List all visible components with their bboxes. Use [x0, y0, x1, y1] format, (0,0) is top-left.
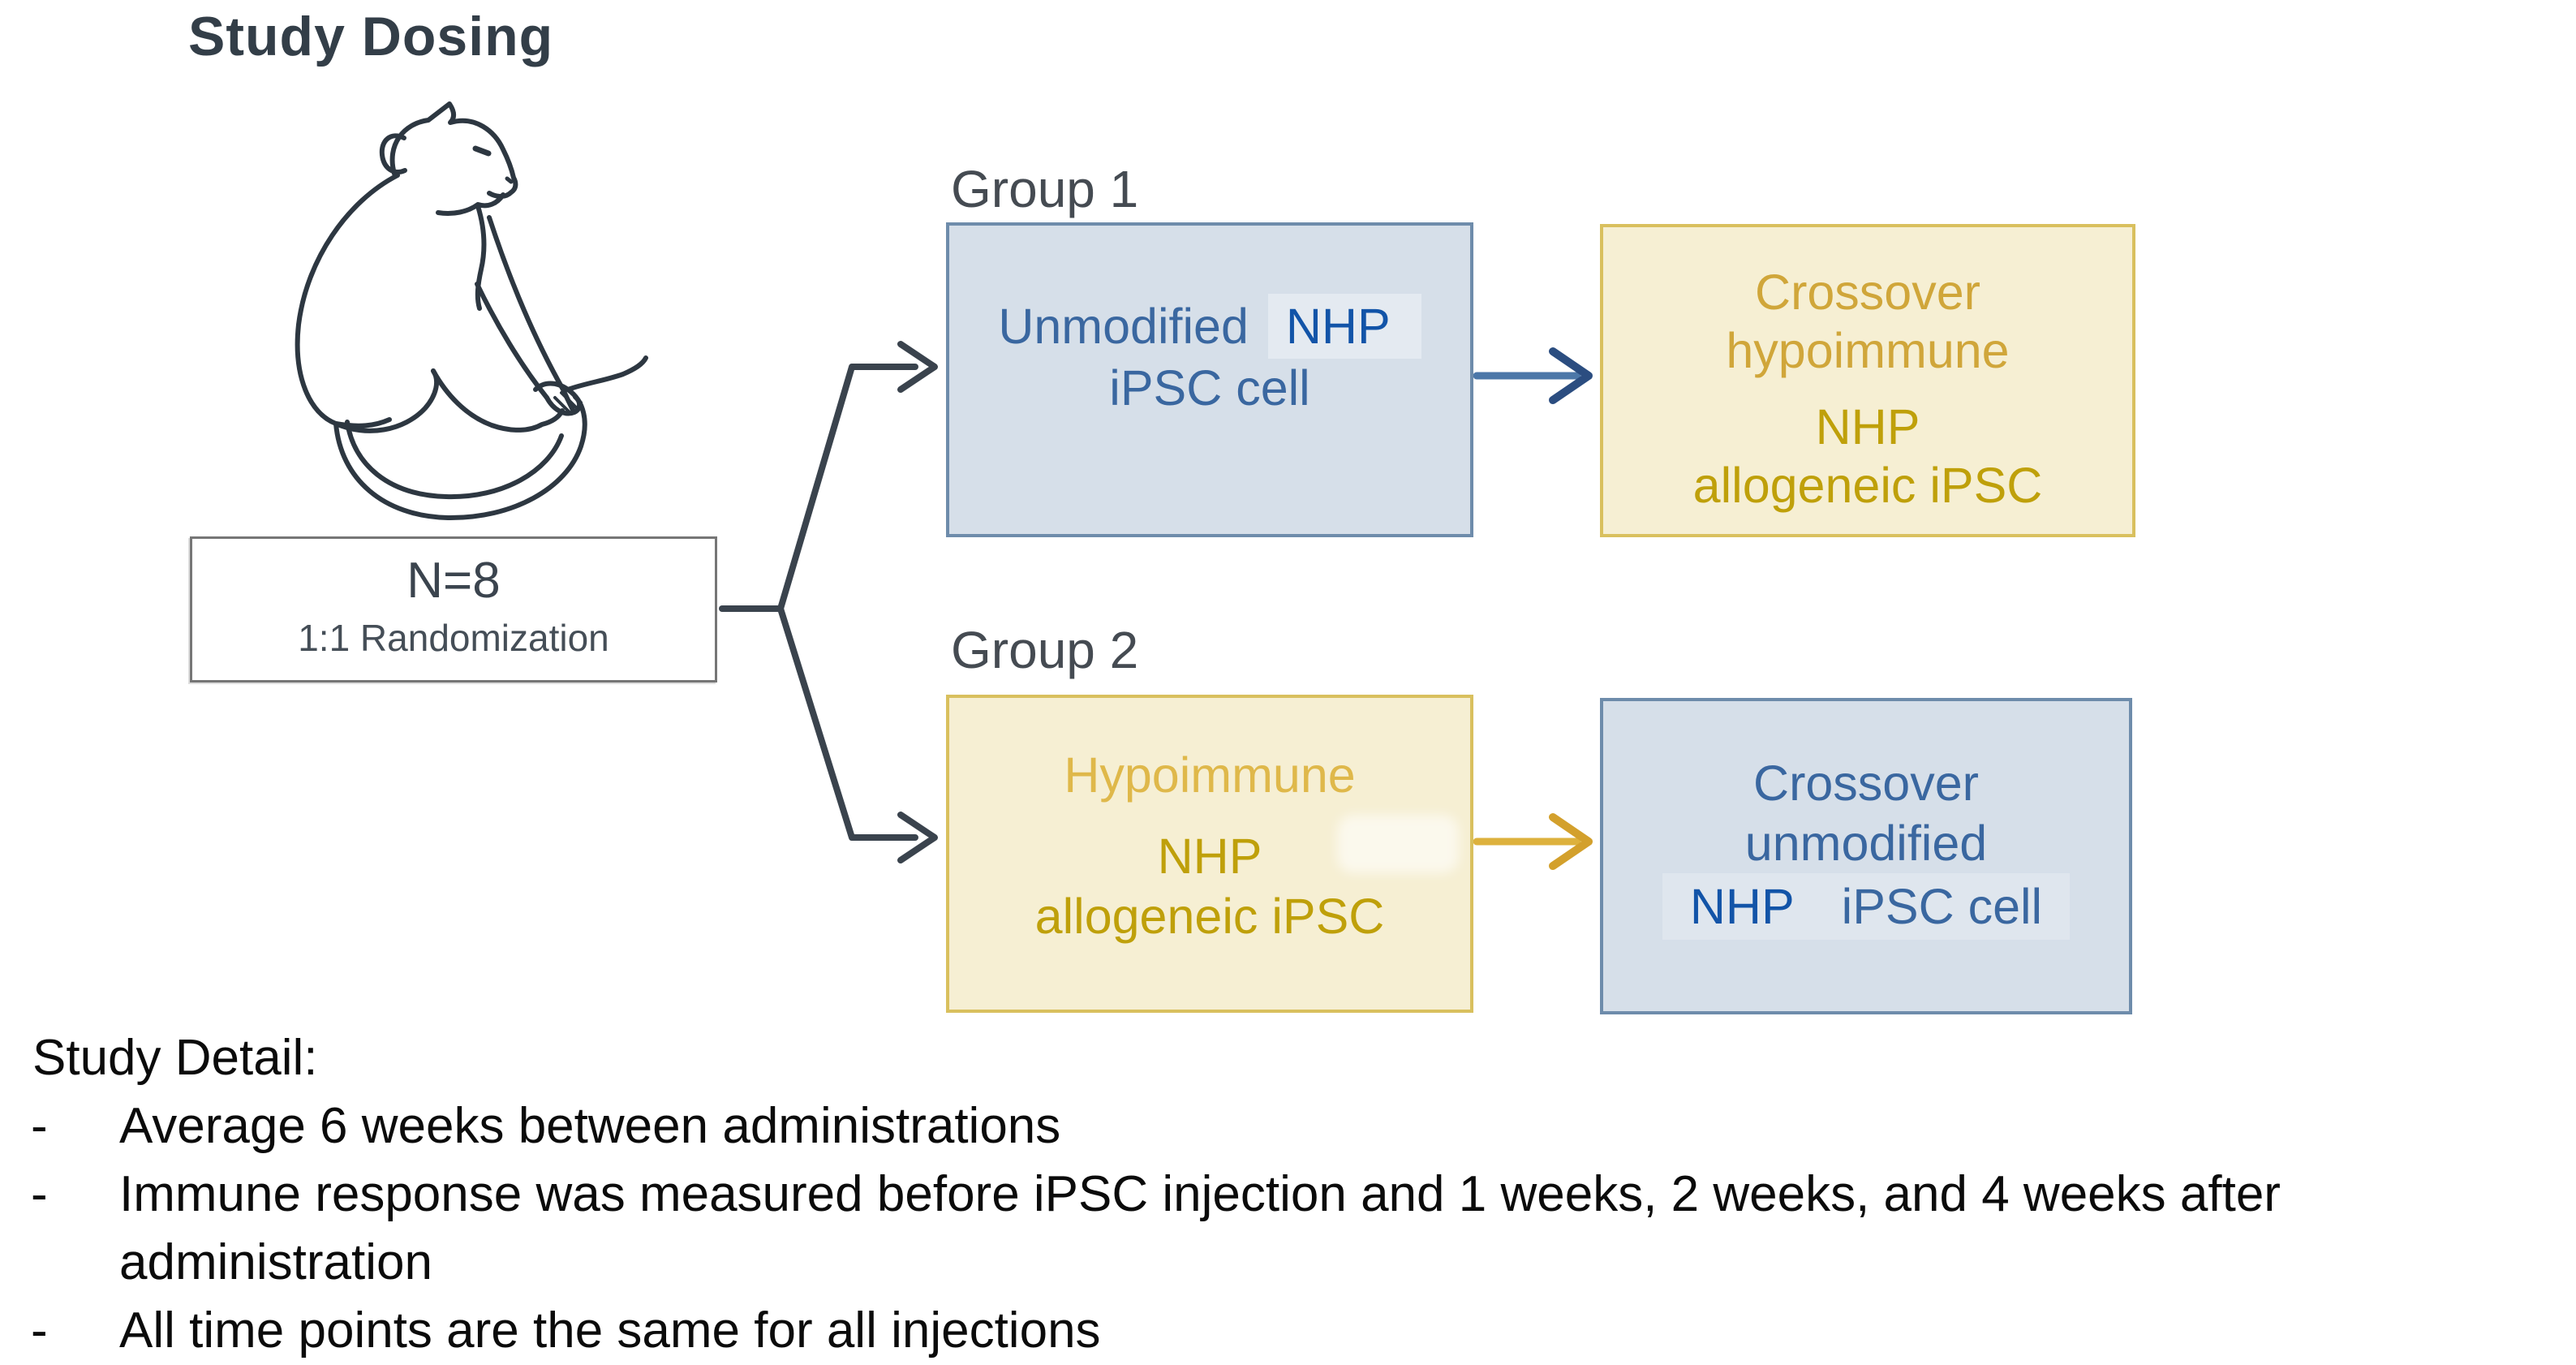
- group1-start-box: Unmodified NHP iPSC cell: [946, 222, 1473, 537]
- erased-text-smudge: [1337, 815, 1459, 873]
- randomization-sublabel: 1:1 Randomization: [298, 617, 609, 659]
- crossover2-line2: unmodified: [1744, 816, 1988, 871]
- monkey-foot: [431, 368, 565, 433]
- page-title: Study Dosing: [188, 6, 554, 67]
- monkey-belly: [333, 417, 392, 428]
- monkey-tail-inner: [345, 420, 564, 500]
- monkey-head-outline: [389, 101, 518, 199]
- monkey-back: [295, 173, 400, 426]
- study-detail-bullet-3: - All time points are the same for all i…: [24, 1297, 2556, 1365]
- bullet-dash: -: [31, 1166, 48, 1222]
- group1-label: Group 1: [951, 160, 1139, 218]
- arrow-group2-crossover: [1473, 813, 1593, 870]
- group2-crossover-box: Crossover unmodified NHP iPSC cell: [1600, 698, 2132, 1014]
- monkey-tail-tip: [566, 355, 648, 392]
- crossover1-line2: hypoimmune: [1726, 323, 2010, 378]
- monkey-nose: [505, 176, 514, 184]
- monkey-chest: [475, 204, 487, 311]
- study-detail-heading: Study Detail:: [32, 1030, 318, 1086]
- group2-label: Group 2: [951, 621, 1139, 679]
- fork-arrowhead-top: [897, 341, 938, 393]
- group1-unmodified-text: Unmodified: [998, 299, 1249, 354]
- group1-crossover-box: Crossover hypoimmune NHP allogeneic iPSC: [1600, 224, 2135, 537]
- monkey-ear: [379, 133, 407, 174]
- crossover2-ipsc-cell-text: iPSC cell: [1841, 879, 2043, 934]
- crossover2-line1: Crossover: [1753, 756, 1979, 811]
- group2-nhp-text: NHP: [1157, 829, 1262, 884]
- group2-hypoimmune-text: Hypoimmune: [1064, 747, 1356, 803]
- bullet-text: Immune response was measured before iPSC…: [119, 1166, 2281, 1290]
- crossover1-allogeneic-text: allogeneic iPSC: [1692, 458, 2043, 513]
- bullet-text: All time points are the same for all inj…: [119, 1303, 1101, 1359]
- crossover1-line1: Crossover: [1755, 265, 1980, 320]
- monkey-thigh: [333, 368, 440, 433]
- group1-nhp-text: NHP: [1267, 294, 1421, 359]
- bullet-text: Average 6 weeks between administrations: [119, 1098, 1061, 1154]
- crossover1-nhp-text: NHP: [1815, 399, 1920, 454]
- randomization-box: N=8 1:1 Randomization: [190, 536, 717, 682]
- monkey-eye: [472, 145, 492, 157]
- monkey-arm-outer: [487, 215, 575, 412]
- study-detail-bullet-1: - Average 6 weeks between administration…: [24, 1092, 2556, 1160]
- study-detail-section: Study Detail: - Average 6 weeks between …: [24, 1024, 2556, 1365]
- study-detail-bullet-2: - Immune response was measured before iP…: [24, 1160, 2556, 1297]
- fork-arrowhead-bottom: [897, 812, 938, 863]
- bullet-dash: -: [31, 1098, 48, 1154]
- arrow-group1-crossover: [1473, 347, 1593, 404]
- group1-ipsc-cell-text: iPSC cell: [1109, 360, 1310, 416]
- crossover2-nhp-text: NHP: [1689, 879, 1795, 934]
- bullet-dash: -: [31, 1303, 48, 1359]
- monkey-grip-hatch: [553, 387, 583, 416]
- group2-allogeneic-text: allogeneic iPSC: [1034, 889, 1385, 944]
- n-count-label: N=8: [406, 553, 501, 609]
- monkey-icon: [295, 101, 648, 521]
